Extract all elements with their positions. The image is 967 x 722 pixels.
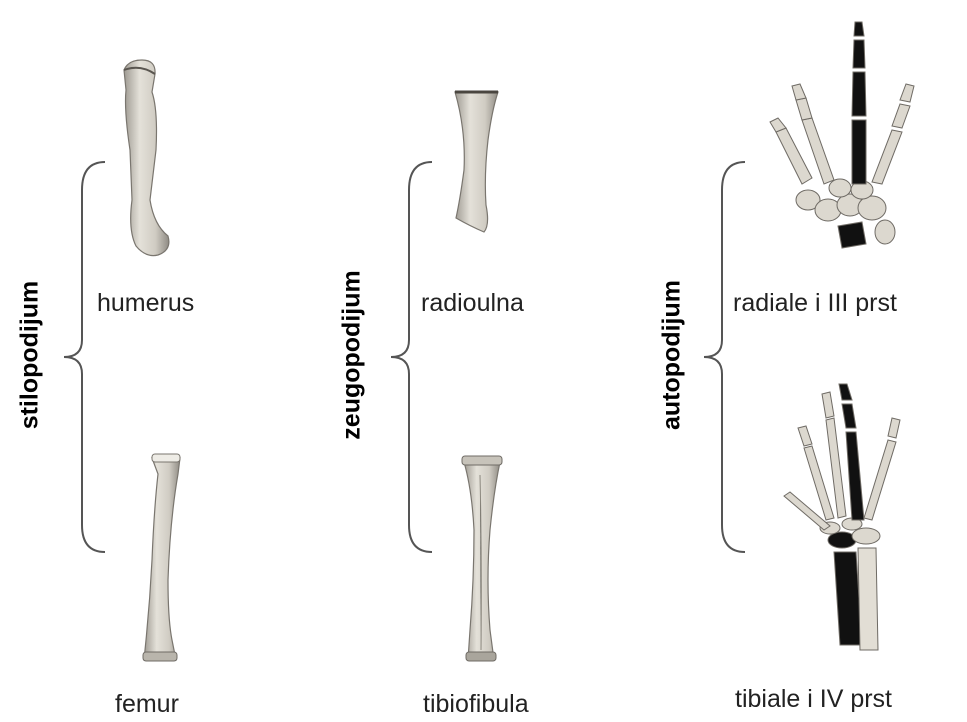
stilopodijum-title: stilopodijum: [16, 281, 45, 430]
zeugopodijum-title: zeugopodijum: [338, 270, 367, 439]
radioulna-label: radioulna: [421, 289, 524, 318]
femur-label: femur: [115, 690, 179, 719]
humerus-label: humerus: [97, 289, 194, 318]
humerus-bone: [124, 60, 169, 256]
hindlimb-foot-bones: [784, 384, 900, 650]
femur-bone: [143, 454, 180, 661]
tibiofibula-bone: [462, 456, 502, 661]
tibiale-label: tibiale i IV prst: [735, 685, 892, 714]
forelimb-hand-bones: [770, 22, 914, 248]
tibiofibula-label: tibiofibula: [423, 690, 529, 719]
radioulna-bone: [455, 92, 498, 232]
bracket-zeugopodijum: [391, 162, 432, 552]
autopodijum-title: autopodijum: [658, 280, 687, 430]
bracket-autopodijum: [704, 162, 745, 552]
radiale-label: radiale i III prst: [733, 289, 897, 318]
bracket-stilopodijum: [64, 162, 105, 552]
